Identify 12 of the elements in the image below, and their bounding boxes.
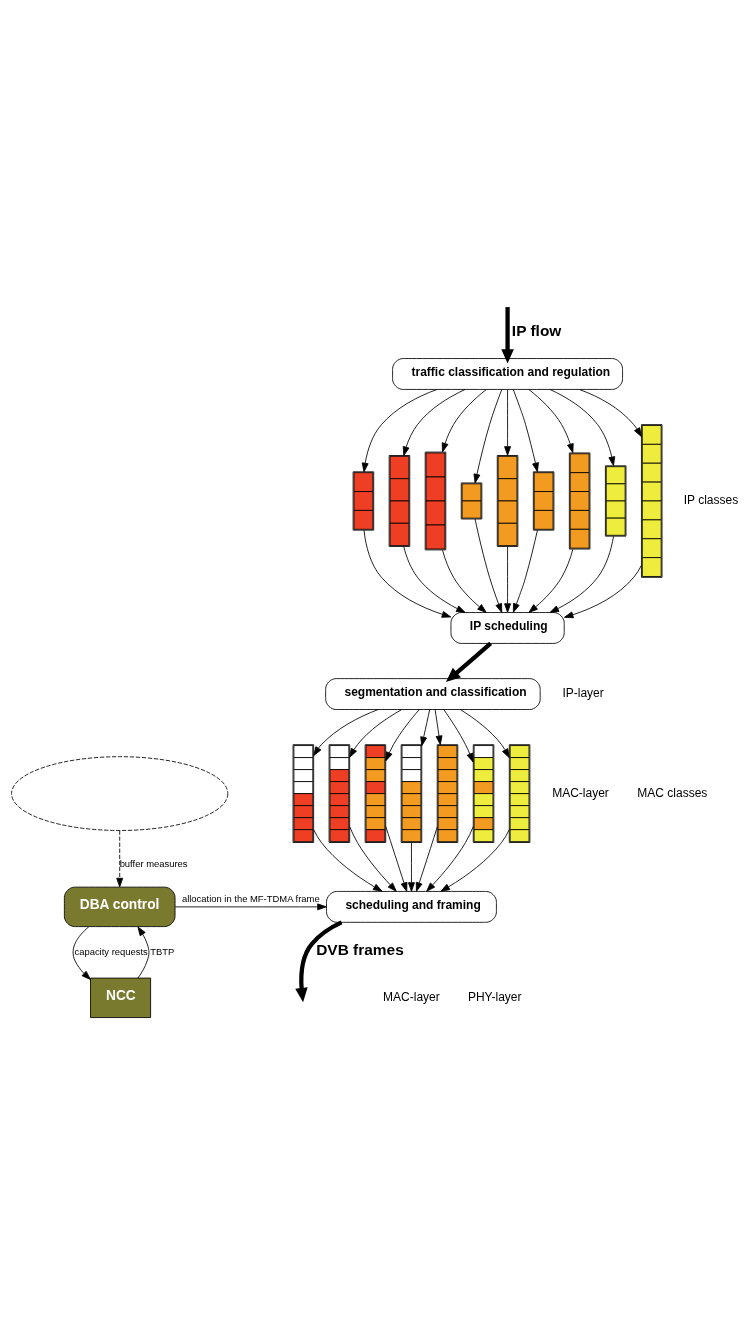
- label: MAC-layer: [383, 989, 440, 1004]
- edge-label: buffer measures: [119, 857, 188, 869]
- label: MAC classes: [637, 785, 708, 800]
- edge-label: TBTP: [150, 945, 175, 957]
- edge-label: capacity requests: [74, 945, 148, 957]
- edge-label: allocation in the MF-TDMA frame: [181, 892, 320, 904]
- label: IP-layer: [562, 685, 604, 700]
- label: MAC-layer: [552, 785, 609, 800]
- label: IP classes: [683, 492, 739, 507]
- edge-label: DVB frames: [316, 940, 404, 958]
- label: PHY-layer: [467, 989, 522, 1004]
- edge-label: IP flow: [511, 321, 562, 339]
